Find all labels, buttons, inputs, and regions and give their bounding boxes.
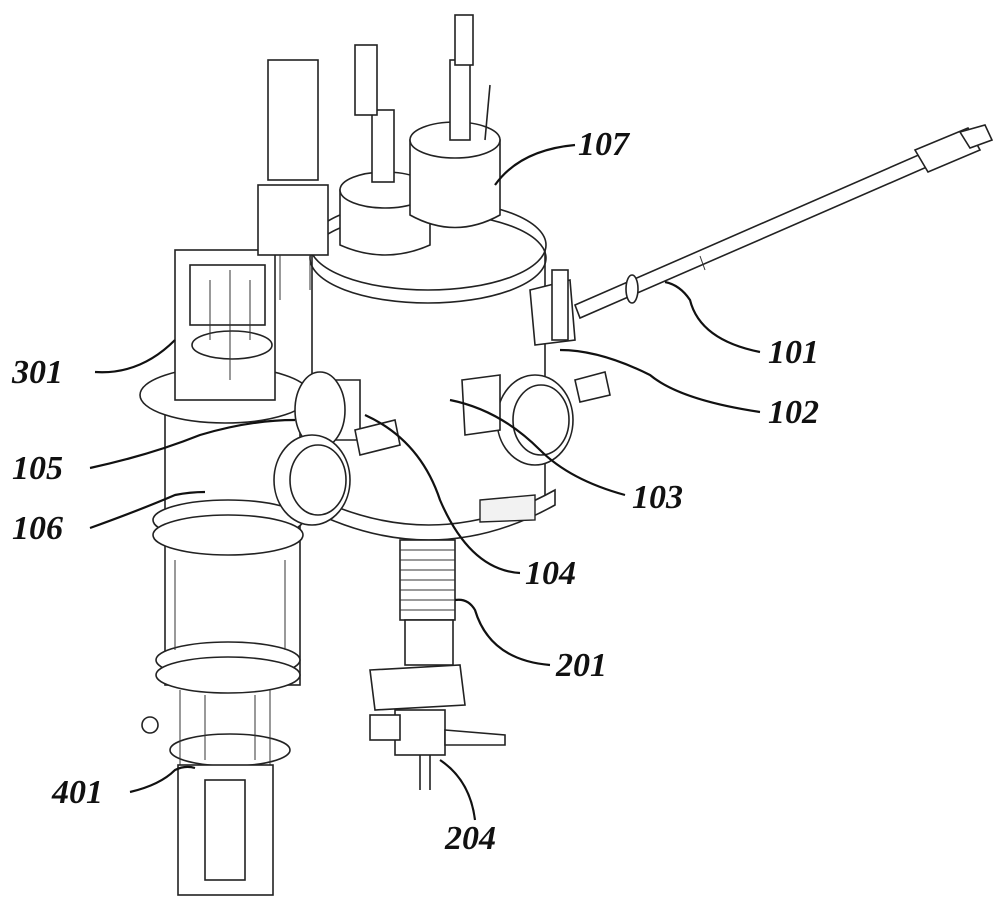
leader-lines [89, 143, 761, 821]
label-104: 104 [525, 555, 576, 592]
label-102: 102 [768, 394, 819, 431]
top-ports [339, 14, 501, 256]
valve-assembly [257, 59, 329, 300]
frame-301 [174, 249, 276, 401]
left-chamber [139, 366, 311, 694]
label-101: 101 [768, 334, 819, 371]
label-106: 106 [12, 510, 63, 547]
label-103: 103 [632, 479, 683, 516]
transfer-rod [573, 124, 994, 320]
side-ports [273, 269, 611, 526]
label-107: 107 [578, 126, 629, 163]
label-301: 301 [12, 354, 63, 391]
label-401: 401 [52, 774, 103, 811]
bellows-201 [369, 539, 466, 711]
valve-204 [369, 709, 506, 790]
linear-drive-401 [141, 690, 291, 896]
label-201: 201 [556, 647, 607, 684]
label-105: 105 [12, 450, 63, 487]
label-204: 204 [445, 820, 496, 857]
